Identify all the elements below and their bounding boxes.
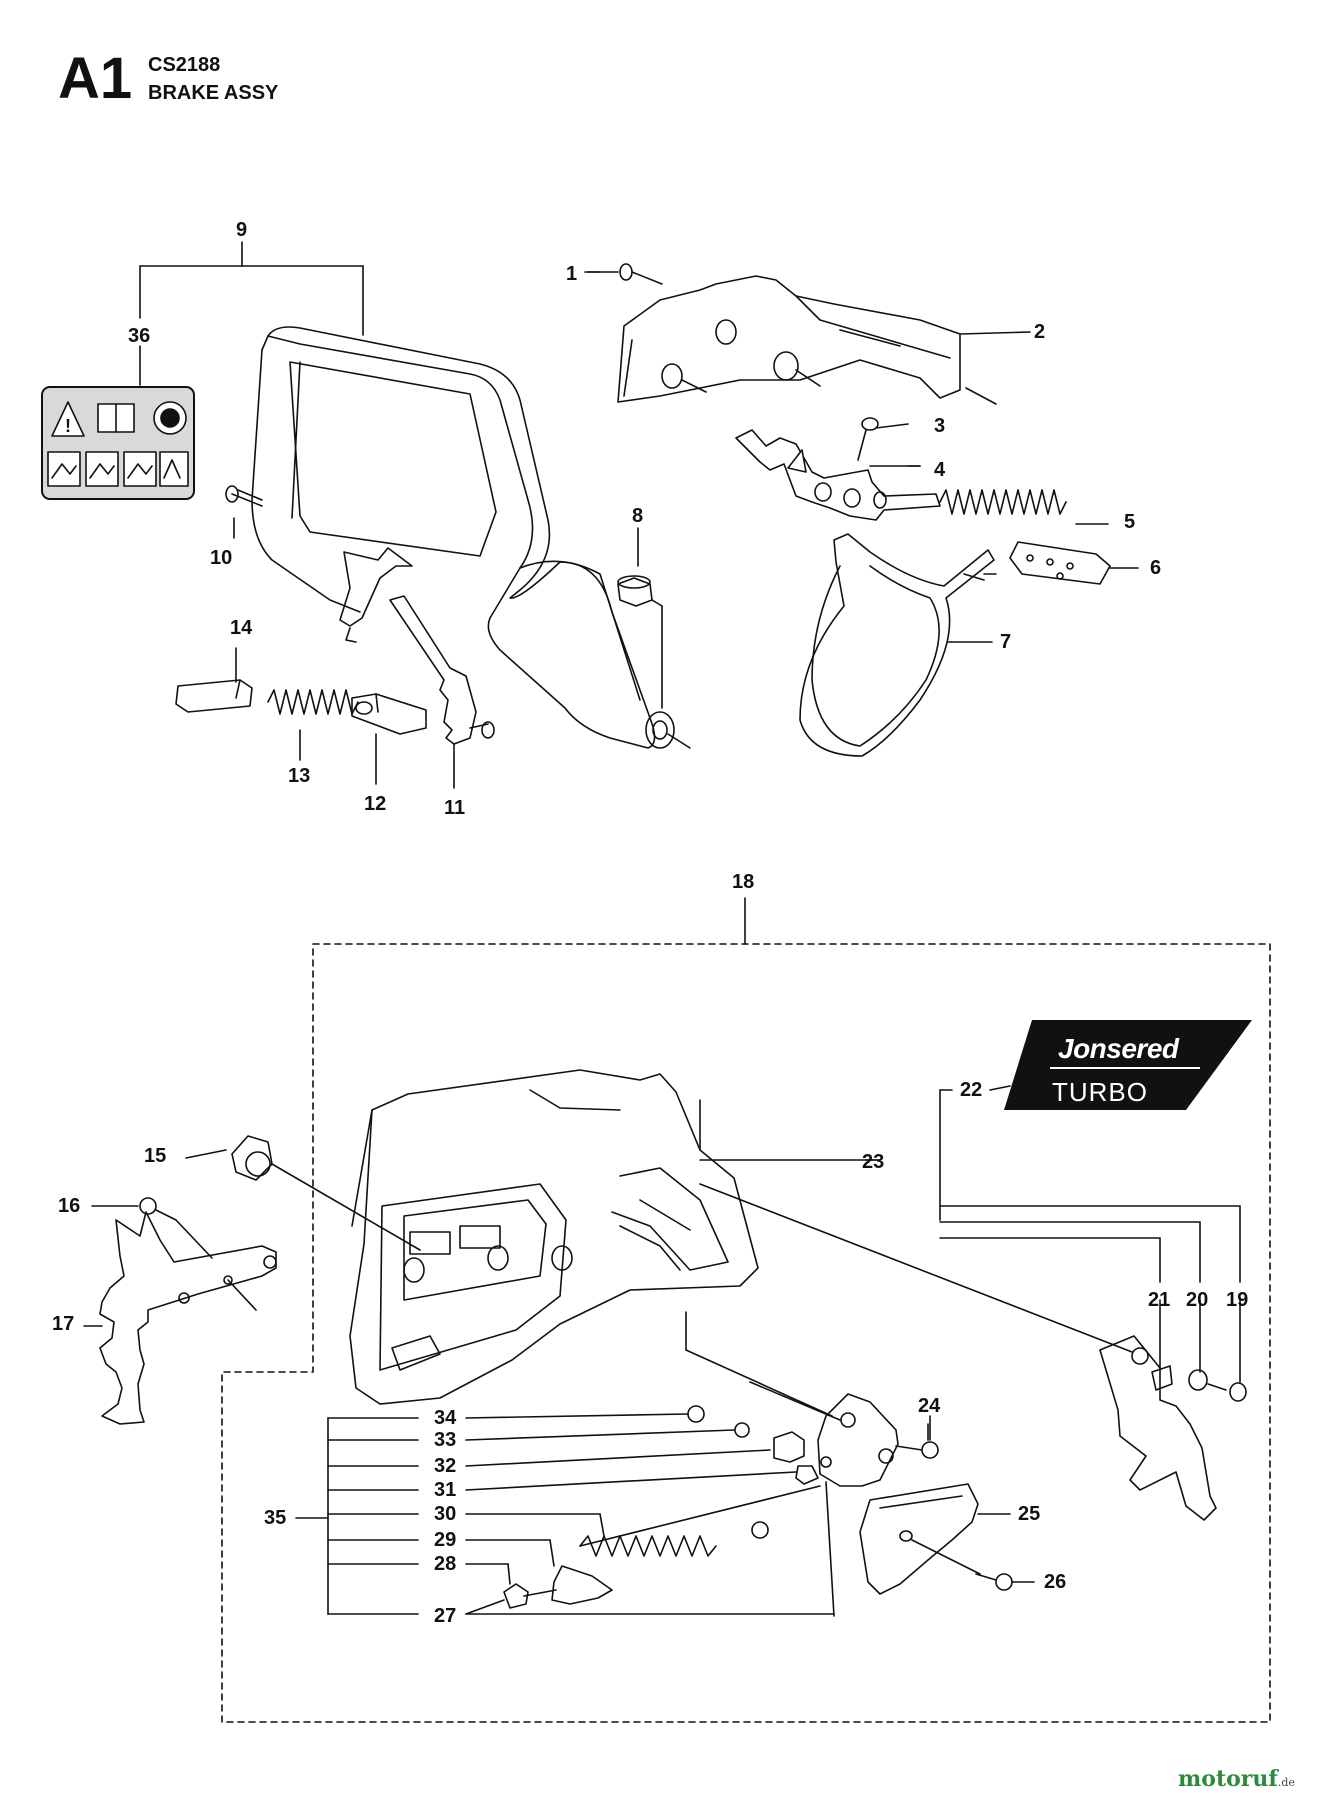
screw-1: [587, 263, 663, 285]
spring-5: [939, 489, 1109, 525]
callout-6: 6: [1150, 557, 1162, 579]
hand-guard-9: [251, 326, 691, 749]
callout-20: 20: [1186, 1289, 1209, 1311]
leader-22: [939, 1085, 1011, 1221]
model-number: CS2188: [148, 54, 221, 76]
callout-15: 15: [144, 1145, 167, 1167]
watermark-suffix: .de: [1277, 1776, 1295, 1789]
callout-17: 17: [52, 1313, 75, 1335]
callout-12: 12: [364, 793, 387, 815]
leader-9-36: [139, 241, 364, 386]
watermark-logo: motoruf.de: [1178, 1766, 1295, 1792]
callout-2: 2: [1034, 321, 1046, 343]
callout-36: 36: [128, 325, 151, 347]
callout-5: 5: [1124, 511, 1136, 533]
svg-text:!: !: [65, 416, 71, 436]
callout-16: 16: [58, 1195, 81, 1217]
callout-32: 32: [434, 1455, 457, 1477]
link-4: [735, 429, 941, 521]
callout-7: 7: [1000, 631, 1012, 653]
callout-28: 28: [434, 1553, 457, 1575]
screw-26: [911, 1539, 1035, 1591]
callout-30: 30: [434, 1503, 457, 1525]
block-12: [351, 693, 427, 785]
callout-31: 31: [434, 1479, 457, 1501]
callout-18: 18: [732, 871, 755, 893]
callout-3: 3: [934, 415, 946, 437]
screw-10: [225, 485, 263, 539]
callout-33: 33: [434, 1429, 457, 1451]
section-code: A1: [58, 46, 133, 111]
callout-26: 26: [1044, 1571, 1067, 1593]
callout-29: 29: [434, 1529, 457, 1551]
parts-19-20-21: [1151, 1299, 1247, 1402]
safety-label-36: !: [41, 386, 195, 500]
callout-24: 24: [918, 1395, 941, 1417]
callout-14: 14: [230, 617, 253, 639]
logo-brand-text: Jonsered: [1058, 1033, 1179, 1064]
bushing-8: [617, 527, 663, 709]
clutch-cover-23: [349, 1069, 881, 1405]
callout-22: 22: [960, 1079, 983, 1101]
jonsered-turbo-logo: [1004, 1020, 1252, 1110]
adjuster-parts: [503, 1405, 835, 1617]
brake-plate-2: [617, 275, 1031, 405]
part-14: [175, 647, 253, 713]
callout-leaders: [584, 271, 997, 1441]
callout-1: 1: [566, 263, 578, 285]
callout-11: 11: [444, 797, 466, 819]
nut-15: [185, 1135, 421, 1251]
assembly-frame-18: [221, 943, 1271, 1723]
adjuster-bracket-24: [685, 1311, 939, 1487]
callout-34: 34: [434, 1407, 457, 1429]
callout-8: 8: [632, 505, 644, 527]
callout-25: 25: [1018, 1503, 1041, 1525]
logo-sub-text: TURBO: [1052, 1077, 1148, 1107]
cover-25: [859, 1483, 1011, 1595]
callout-13: 13: [288, 765, 311, 787]
screw-3: [857, 417, 909, 461]
callout-19: 19: [1226, 1289, 1249, 1311]
spring-13: [267, 689, 359, 761]
callout-10: 10: [210, 547, 233, 569]
callout-27: 27: [434, 1605, 457, 1627]
watermark-main: motoruf: [1178, 1766, 1278, 1792]
chain-guard-plate: [699, 1183, 1217, 1521]
screw-16: [91, 1197, 213, 1259]
callout-9: 9: [236, 219, 248, 241]
leader-27-35: [295, 1413, 835, 1615]
brake-band-7: [799, 533, 995, 757]
assembly-title: BRAKE ASSY: [148, 82, 279, 104]
bar-bumper-17: [83, 1211, 277, 1425]
leader-19-20-21: [939, 1205, 1241, 1283]
callout-35: 35: [264, 1507, 287, 1529]
callout-21: 21: [1148, 1289, 1171, 1311]
callout-4: 4: [934, 459, 946, 481]
callout-23: 23: [862, 1151, 885, 1173]
lever-11: [389, 595, 495, 789]
part-6: [1009, 541, 1139, 585]
